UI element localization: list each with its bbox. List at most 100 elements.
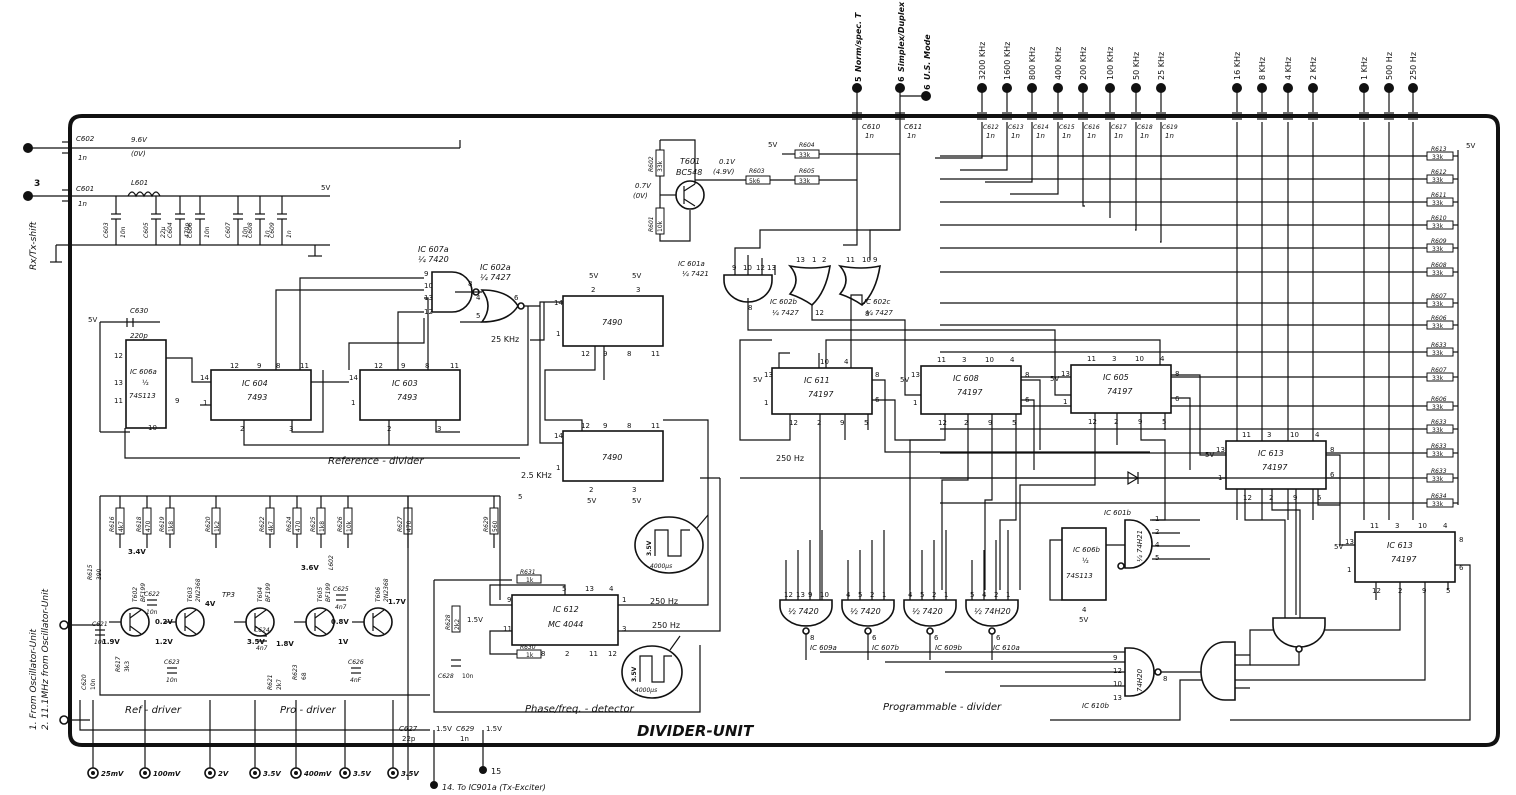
svg-text:U.S. Mode: U.S. Mode bbox=[923, 34, 932, 80]
svg-text:50 KHz: 50 KHz bbox=[1132, 52, 1141, 80]
svg-text:¼ 74H21: ¼ 74H21 bbox=[1136, 530, 1144, 562]
svg-text:16 KHz: 16 KHz bbox=[1233, 52, 1242, 80]
svg-text:C615: C615 bbox=[1059, 124, 1075, 131]
cap-c610: C610 1n bbox=[852, 112, 881, 140]
svg-text:1n: 1n bbox=[1140, 132, 1149, 140]
label-programmable-divider: Programmable - divider bbox=[883, 702, 1002, 713]
test-point-3: 3.5V bbox=[249, 700, 281, 779]
svg-text:470: 470 bbox=[406, 520, 413, 532]
svg-text:10: 10 bbox=[1418, 522, 1427, 530]
svg-text:10n: 10n bbox=[146, 609, 158, 616]
svg-text:R610: R610 bbox=[1431, 215, 1447, 222]
svg-text:3k3: 3k3 bbox=[124, 661, 131, 672]
svg-text:9.6V: 9.6V bbox=[131, 136, 148, 144]
svg-text:1n: 1n bbox=[264, 230, 271, 238]
svg-text:3: 3 bbox=[1112, 355, 1116, 363]
svg-text:R608: R608 bbox=[1431, 262, 1447, 269]
svg-text:2: 2 bbox=[1155, 528, 1159, 536]
svg-text:33k: 33k bbox=[799, 152, 811, 159]
svg-text:11: 11 bbox=[651, 350, 660, 358]
svg-text:13: 13 bbox=[767, 264, 776, 272]
svg-text:1.5V: 1.5V bbox=[436, 725, 452, 733]
diode bbox=[1127, 470, 1140, 486]
svg-text:1: 1 bbox=[622, 596, 626, 604]
svg-text:10n: 10n bbox=[462, 673, 474, 680]
svg-text:0.1V: 0.1V bbox=[719, 158, 736, 166]
svg-text:2k7: 2k7 bbox=[276, 679, 283, 690]
svg-text:33k: 33k bbox=[1432, 154, 1444, 161]
svg-text:3.5V: 3.5V bbox=[646, 540, 653, 556]
svg-text:5: 5 bbox=[1155, 554, 1159, 562]
svg-text:10: 10 bbox=[985, 356, 994, 364]
svg-text:L601: L601 bbox=[131, 179, 148, 187]
svg-text:MC 4044: MC 4044 bbox=[548, 620, 583, 629]
svg-text:1n: 1n bbox=[1087, 132, 1096, 140]
top-terminal-simplex-duplex: 6 Simplex/Duplex bbox=[895, 1, 906, 130]
svg-text:5k6: 5k6 bbox=[749, 178, 760, 185]
svg-text:8: 8 bbox=[1025, 371, 1029, 379]
svg-text:R624: R624 bbox=[286, 516, 293, 532]
svg-text:1n: 1n bbox=[1114, 132, 1123, 140]
svg-text:33k: 33k bbox=[1432, 246, 1444, 253]
pullup-supply-label: 5V bbox=[1466, 142, 1475, 150]
svg-text:IC 602b: IC 602b bbox=[770, 298, 798, 306]
svg-text:4nF: 4nF bbox=[350, 677, 362, 684]
svg-text:10: 10 bbox=[424, 282, 433, 290]
freq-terminal-1khz: 1 KHz bbox=[1359, 57, 1369, 120]
freq-terminal-500hz: 500 Hz bbox=[1384, 52, 1394, 120]
svg-text:3.5V: 3.5V bbox=[401, 770, 419, 778]
svg-text:5: 5 bbox=[1162, 418, 1166, 426]
freq-terminal-1600khz: 1600 KHz bbox=[1002, 42, 1012, 120]
svg-text:6: 6 bbox=[1330, 471, 1335, 479]
svg-text:9: 9 bbox=[175, 397, 179, 405]
svg-text:R606: R606 bbox=[1431, 315, 1447, 322]
svg-text:11: 11 bbox=[651, 422, 660, 430]
svg-text:33k: 33k bbox=[1432, 451, 1444, 458]
svg-text:2N2368: 2N2368 bbox=[195, 578, 202, 602]
svg-text:14: 14 bbox=[200, 374, 209, 382]
svg-text:C610: C610 bbox=[862, 123, 881, 131]
svg-text:6: 6 bbox=[923, 84, 932, 90]
svg-text:R620: R620 bbox=[205, 516, 212, 532]
freq-terminal-16khz: 16 KHz bbox=[1232, 52, 1242, 120]
label-phase-detector: Phase/freq. - detector bbox=[525, 704, 635, 715]
svg-text:8: 8 bbox=[875, 371, 879, 379]
svg-text:1n: 1n bbox=[986, 132, 995, 140]
svg-text:R633: R633 bbox=[1431, 419, 1447, 426]
left-input-network: Rx/Tx-shift 3 C602 1n C601 1n 9.6V (0V) … bbox=[23, 135, 461, 270]
svg-text:74197: 74197 bbox=[1391, 555, 1417, 564]
svg-text:33k: 33k bbox=[1432, 323, 1444, 330]
test-point-4: 400mV bbox=[290, 700, 332, 779]
svg-text:C624: C624 bbox=[254, 627, 270, 634]
svg-text:C625: C625 bbox=[333, 586, 349, 593]
svg-text:C628: C628 bbox=[438, 673, 454, 680]
svg-text:74197: 74197 bbox=[957, 388, 983, 397]
svg-text:14: 14 bbox=[349, 374, 358, 382]
svg-text:C601: C601 bbox=[76, 185, 94, 193]
svg-text:R629: R629 bbox=[483, 516, 490, 532]
svg-text:4 KHz: 4 KHz bbox=[1284, 57, 1293, 80]
svg-text:½ 74H20: ½ 74H20 bbox=[974, 607, 1011, 616]
svg-text:9: 9 bbox=[1138, 418, 1142, 426]
top-terminal-norm-spec: 5 Norm/spec. T bbox=[852, 12, 863, 130]
svg-text:IC 602a: IC 602a bbox=[480, 263, 511, 272]
svg-text:10: 10 bbox=[820, 358, 829, 366]
svg-text:5V: 5V bbox=[753, 376, 762, 384]
svg-text:T601: T601 bbox=[680, 157, 700, 166]
